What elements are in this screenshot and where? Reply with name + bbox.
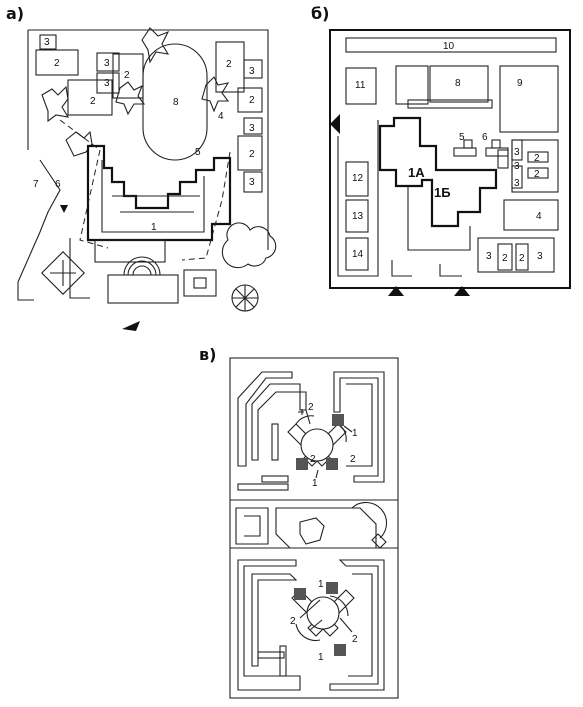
label-2: 2 xyxy=(502,253,508,264)
label-1: 1 xyxy=(151,222,157,233)
label-10: 10 xyxy=(443,41,455,52)
label-1: 1 xyxy=(352,428,358,439)
label-3: 3 xyxy=(249,66,255,77)
label-1: 1 xyxy=(318,652,324,663)
label-2: 2 xyxy=(350,454,356,465)
entrance-arrow-icon xyxy=(60,205,68,213)
pavilion-diamond xyxy=(41,251,85,295)
label-2: 2 xyxy=(352,634,358,645)
label-6: 6 xyxy=(482,132,488,143)
label-2: 2 xyxy=(90,96,96,107)
stadium-oval xyxy=(142,43,208,161)
label-4: 4 xyxy=(218,111,224,122)
hatched-block xyxy=(334,644,346,656)
hatched-block xyxy=(332,414,344,426)
label-11: 11 xyxy=(355,80,366,91)
hatched-block xyxy=(326,458,338,470)
label-8: 8 xyxy=(455,78,461,89)
label-3: 3 xyxy=(104,78,110,89)
panel-b-letter: б) xyxy=(311,4,329,23)
label-3: 3 xyxy=(514,161,520,172)
hatched-block xyxy=(326,582,338,594)
label-2: 2 xyxy=(226,59,232,70)
label-3: 3 xyxy=(104,58,110,69)
label-2: 2 xyxy=(534,169,540,180)
label-2: 2 xyxy=(124,70,130,81)
label-2: 2 xyxy=(310,454,316,465)
site-boundary xyxy=(329,29,571,289)
label-1: 1 xyxy=(312,478,318,489)
school-building-1 xyxy=(86,144,232,242)
label-6: 6 xyxy=(55,179,61,190)
label-5: 5 xyxy=(459,132,465,143)
tree-icon xyxy=(115,81,146,116)
entrance-arrow-icon xyxy=(330,114,340,134)
entrance-arrow-icon xyxy=(122,321,140,331)
label-13: 13 xyxy=(352,211,364,222)
label-2: 2 xyxy=(534,153,540,164)
label-8: 8 xyxy=(173,97,179,108)
label-2: 2 xyxy=(249,149,255,160)
entrance-arrow-icon xyxy=(454,286,470,296)
school-building-1a xyxy=(378,116,498,228)
label-3: 3 xyxy=(486,251,492,262)
label-2: 2 xyxy=(249,95,255,106)
label-3: 3 xyxy=(537,251,543,262)
label-2: 2 xyxy=(308,402,314,413)
label-2: 2 xyxy=(290,616,296,627)
label-3: 3 xyxy=(249,177,255,188)
tree-icon xyxy=(41,85,70,123)
label-1: 1 xyxy=(318,579,324,590)
label-3: 3 xyxy=(514,178,520,189)
label-1b: 1Б xyxy=(434,185,451,200)
entrance-arrow-icon xyxy=(388,286,404,296)
label-1a: 1А xyxy=(408,165,425,180)
hatched-block xyxy=(294,588,306,600)
label-3: 3 xyxy=(249,123,255,134)
label-12: 12 xyxy=(352,173,364,184)
tree-icon xyxy=(201,76,230,113)
site-boundary xyxy=(229,357,399,699)
label-3: 3 xyxy=(514,147,520,158)
label-14: 14 xyxy=(352,249,364,260)
label-7: 7 xyxy=(33,179,39,190)
plan-b: б) 10 11 xyxy=(311,4,571,296)
label-3: 3 xyxy=(44,37,50,48)
label-9: 9 xyxy=(517,78,523,89)
plan-a: а) xyxy=(6,4,277,331)
amphitheater xyxy=(123,256,161,276)
plan-c: в) xyxy=(199,345,399,699)
panel-a-letter: а) xyxy=(6,4,24,23)
tree-icon xyxy=(141,27,170,64)
panel-c-letter: в) xyxy=(199,345,216,364)
label-5: 5 xyxy=(195,147,201,158)
label-2: 2 xyxy=(519,253,525,264)
hatched-block xyxy=(296,458,308,470)
label-2: 2 xyxy=(54,58,60,69)
label-4: 4 xyxy=(536,211,542,222)
